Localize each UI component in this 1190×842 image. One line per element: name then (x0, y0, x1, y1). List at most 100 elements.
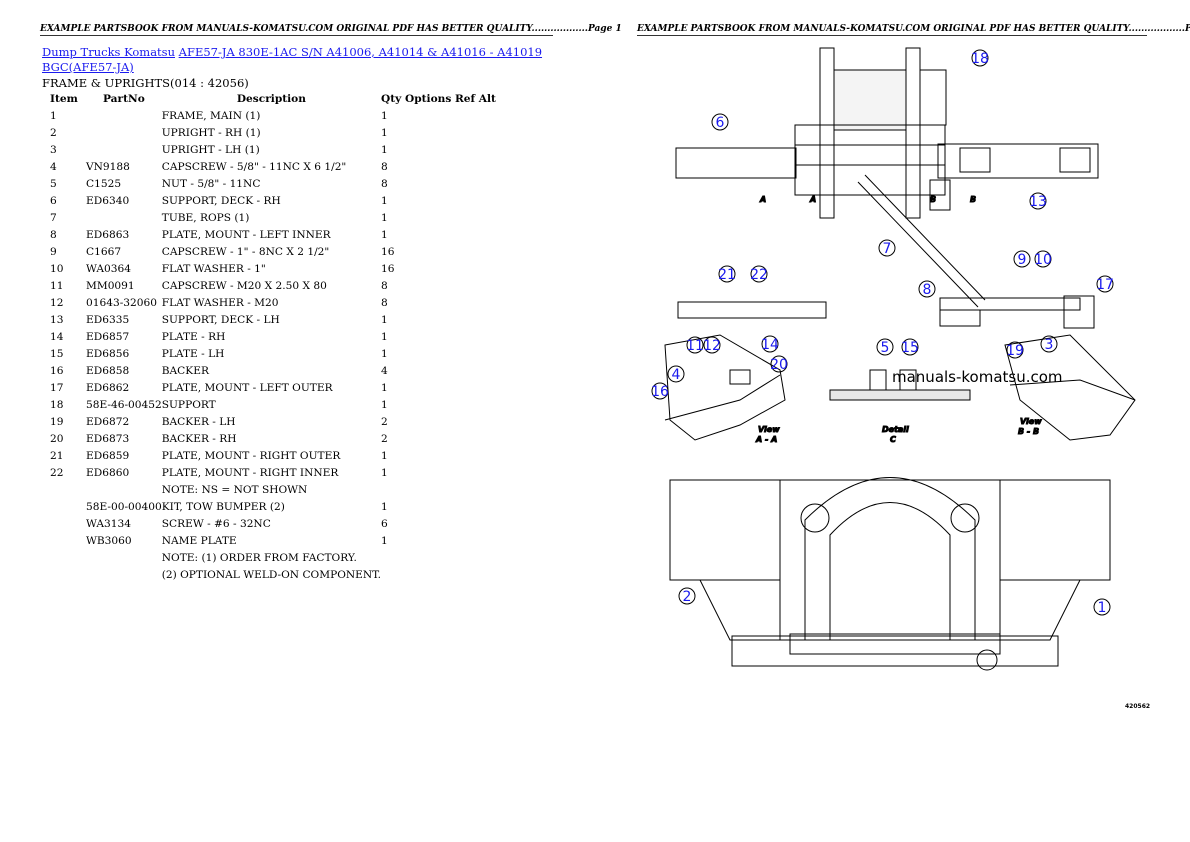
col-header-item: Item (50, 92, 78, 105)
callout-label: 11 (686, 338, 704, 354)
callout-label: 13 (1029, 194, 1047, 210)
view-bb-label-2: B - B (1018, 427, 1039, 436)
cell-qty: 8 (381, 296, 388, 309)
svg-text:A: A (759, 195, 766, 204)
cell-partno (86, 549, 162, 566)
cell-item: 17 (50, 381, 64, 394)
cell-item: 8 (50, 228, 57, 241)
cell-partno: ED6340 (86, 194, 130, 207)
view-aa-label-1: View (758, 425, 780, 434)
breadcrumb-link-dump-trucks[interactable]: Dump Trucks Komatsu (42, 45, 175, 59)
callout-label: 14 (761, 337, 779, 353)
cell-qty: 4 (381, 364, 388, 377)
cell-partno: ED6856 (86, 347, 130, 360)
cell-description: SUPPORT, DECK - RH (161, 194, 281, 207)
table-header-row: Item PartNo Description Qty Options Ref … (42, 90, 496, 107)
cell-partno: ED6859 (86, 449, 130, 462)
table-row: (2) OPTIONAL WELD-ON COMPONENT. (42, 566, 496, 583)
cell-qty: 1 (381, 228, 388, 241)
callout-balloon (901, 338, 919, 356)
cell-qty: 16 (381, 262, 395, 275)
parts-table: Item PartNo Description Qty Options Ref … (42, 90, 496, 583)
callout-balloon (971, 49, 989, 67)
callout-label: 15 (901, 340, 919, 356)
cell-description: FLAT WASHER - 1" (161, 262, 266, 275)
cell-description: PLATE - RH (161, 330, 226, 343)
cell-qty: 2 (381, 432, 388, 445)
cell-item: 3 (50, 143, 57, 156)
callout-balloon (1013, 250, 1031, 268)
cell-qty: 1 (381, 398, 388, 411)
col-header-partno: PartNo (102, 92, 145, 105)
svg-text:B: B (970, 195, 976, 204)
callout-balloon (686, 336, 704, 354)
cell-description: CAPSCREW - 5/8" - 11NC X 6 1/2" (161, 160, 347, 173)
callout-balloon (1034, 250, 1052, 268)
cell-qty: 1 (381, 466, 388, 479)
callout-label: 17 (1096, 277, 1114, 293)
cell-item: 18 (50, 398, 64, 411)
callout-balloon (718, 265, 736, 283)
figure-number: 420562 (1125, 703, 1150, 710)
cell-item (42, 566, 86, 583)
breadcrumb: Dump Trucks Komatsu AFE57-JA 830E-1AC S/… (42, 45, 547, 75)
col-header-qty: Qty Options Ref Alt (381, 92, 496, 105)
callout-label: 20 (770, 357, 788, 373)
callout-label: 16 (651, 384, 669, 400)
cell-item: 5 (50, 177, 57, 190)
exploded-parts-drawing: A A B B View A - A Detail C View B - B m… (651, 47, 1150, 710)
cell-description: PLATE, MOUNT - LEFT OUTER (161, 381, 333, 394)
cell-partno (86, 209, 162, 226)
mount-plates-row (677, 295, 1095, 329)
cell-partno: ED6862 (86, 381, 130, 394)
cell-partno: ED6335 (86, 313, 130, 326)
callout-balloon (761, 335, 779, 353)
cell-description: UPRIGHT - RH (1) (161, 126, 261, 139)
svg-text:A: A (809, 195, 816, 204)
cell-partno: WA3134 (86, 517, 131, 530)
table-row: 3 UPRIGHT - LH (1) 1 (42, 141, 496, 158)
cell-qty: 1 (381, 143, 388, 156)
callout-balloon (918, 280, 936, 298)
callout-balloon (1029, 192, 1047, 210)
cell-partno: 58E-46-00452 (86, 398, 162, 411)
cell-qty: 1 (381, 449, 388, 462)
cell-partno: WA0364 (86, 262, 131, 275)
cell-description: NAME PLATE (161, 534, 237, 547)
cell-item: 2 (50, 126, 57, 139)
cell-description: BACKER (161, 364, 209, 377)
cell-item (42, 515, 86, 532)
cell-description: BACKER - RH (161, 432, 237, 445)
cell-qty: 1 (381, 211, 388, 224)
detail-c-label-1: Detail (882, 425, 909, 434)
cell-item: 22 (50, 466, 64, 479)
breadcrumb-link-model[interactable]: AFE57-JA 830E-1AC S/N A41006, A41014 & A… (42, 45, 543, 74)
cell-qty: 6 (381, 517, 388, 530)
cell-description: UPRIGHT - LH (1) (161, 143, 260, 156)
table-row: NOTE: NS = NOT SHOWN (42, 481, 496, 498)
callout-label: 7 (883, 241, 892, 257)
callout-balloon (876, 338, 894, 356)
cell-item: 11 (50, 279, 64, 292)
callout-balloon (1040, 335, 1058, 353)
section-views: View A - A Detail C View B - B manuals-k… (664, 334, 1136, 445)
callout-label: 19 (1006, 343, 1024, 359)
callout-balloon (651, 382, 669, 400)
cell-partno: WB3060 (86, 534, 132, 547)
callout-label: 5 (881, 340, 890, 356)
cell-description: PLATE, MOUNT - RIGHT OUTER (161, 449, 341, 462)
cell-item: 21 (50, 449, 64, 462)
cell-qty: 1 (381, 330, 388, 343)
table-row: 21 ED6859 PLATE, MOUNT - RIGHT OUTER 1 (42, 447, 496, 464)
cell-partno: ED6860 (86, 466, 130, 479)
table-row: NOTE: (1) ORDER FROM FACTORY. (42, 549, 496, 566)
